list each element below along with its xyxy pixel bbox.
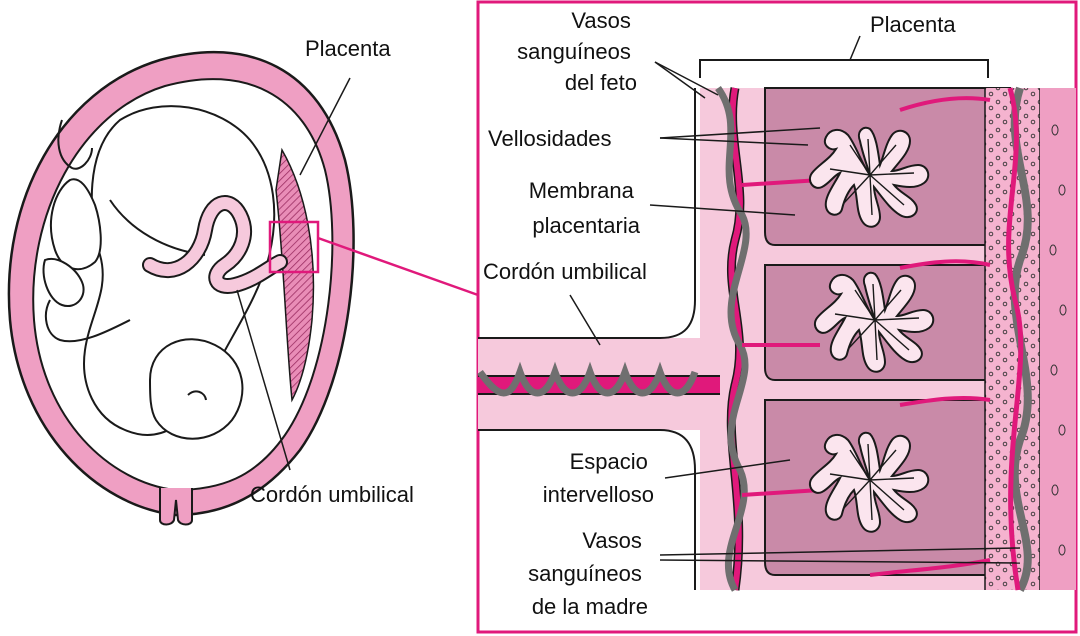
- label-vasos-feto: Vasos sanguíneos del feto: [517, 8, 637, 95]
- uterus-illustration: [7, 51, 479, 526]
- label-vasos-madre: Vasos sanguíneos de la madre: [528, 528, 648, 619]
- label-cordon-left: Cordón umbilical: [250, 482, 414, 507]
- label-placenta-right: Placenta: [870, 12, 956, 37]
- label-espacio: Espacio intervelloso: [543, 449, 654, 507]
- detail-panel: [476, 0, 1078, 634]
- label-membrana: Membrana placentaria: [529, 178, 641, 238]
- label-vellosidades: Vellosidades: [488, 126, 612, 151]
- label-placenta-left: Placenta: [305, 36, 391, 61]
- zoom-box: [268, 220, 320, 274]
- cervix: [159, 488, 193, 526]
- label-cordon-right: Cordón umbilical: [483, 259, 647, 284]
- placenta-bracket: [699, 59, 989, 78]
- umbilical-cord-right: [477, 361, 720, 397]
